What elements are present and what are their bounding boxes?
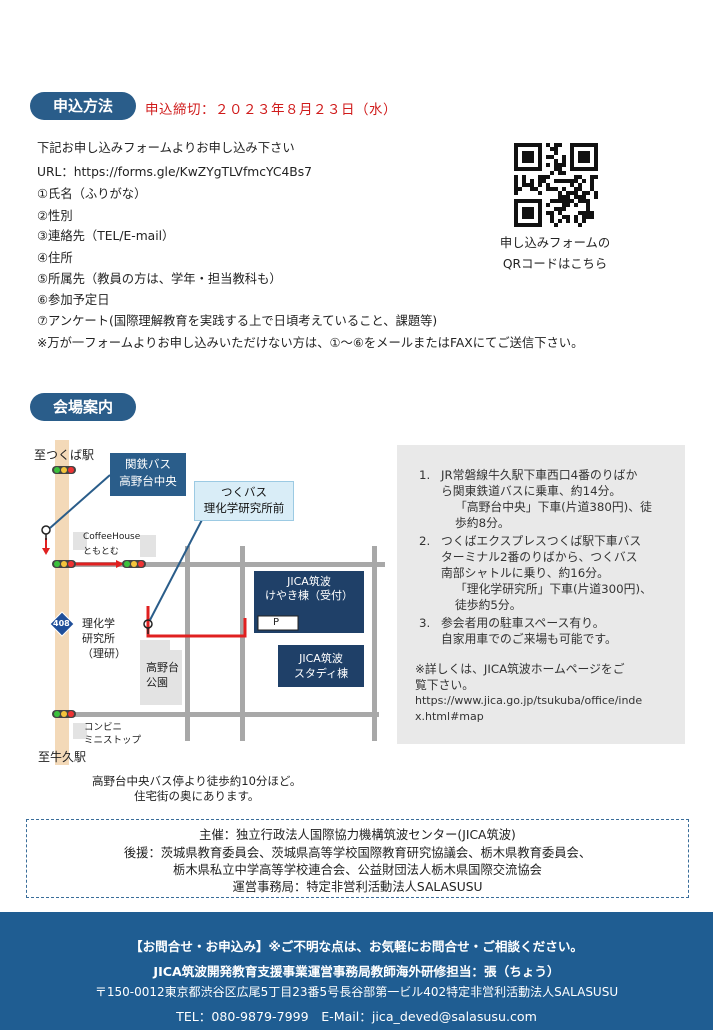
access-num-3: 3. <box>419 616 431 630</box>
jica-url-link-cont[interactable]: x.html#map <box>415 710 484 723</box>
venue-heading: 会場案内 <box>30 393 136 421</box>
organizers-box: 主催：独立行政法人国際協力機構筑波センター(JICA筑波) 後援：茨城県教育委員… <box>26 819 689 898</box>
footer-tel-email[interactable]: TEL：080-9879-7999 E-Mail：jica_deved@sala… <box>176 1009 537 1024</box>
organizer-support: 後援：茨城県教育委員会、茨城県高等学校国際教育研究協議会、栃木県教育委員会、 <box>123 846 592 860</box>
coffee-label-1: CoffeeHouse <box>83 532 141 542</box>
bus-tsukuba-line2: 理化学研究所前 <box>203 501 285 515</box>
access-3-line: 自家用車でのご来場も可能です。 <box>441 632 617 646</box>
organizer-support-cont: 栃木県私立中学高等学校連合会、公益財団法人栃木県国際交流協会 <box>173 863 542 877</box>
parking-box <box>257 615 299 631</box>
field-address: ④住所 <box>37 251 73 265</box>
access-1-line: 「高野台中央」下車(片道380円)、徒 <box>455 500 652 514</box>
jica-study-line1: JICA筑波 <box>299 652 343 665</box>
deadline-text: 申込締切：２０２３年８月２３日（水） <box>145 102 397 118</box>
jica-study-line2: スタディ棟 <box>293 667 349 680</box>
jica-keyaki-line2: けやき棟（受付） <box>265 589 353 602</box>
access-1-line: ら関東鉄道バスに乗車、約14分。 <box>441 484 622 498</box>
traffic-light-right <box>122 560 146 568</box>
park-block <box>140 650 182 705</box>
access-1-line: JR常磐線牛久駅下車西口4番のりばか <box>441 468 638 482</box>
access-2-line: 南部シャトルに乗り、約16分。 <box>441 566 609 580</box>
callout-line <box>149 513 206 621</box>
access-detail-line: ※詳しくは、JICA筑波ホームページをご <box>415 662 625 676</box>
route-408-label: 408 <box>53 619 70 628</box>
street <box>69 562 385 567</box>
access-2-line: ターミナル2番のりばから、つくバス <box>441 550 638 564</box>
route-line-2 <box>146 606 247 638</box>
street <box>372 546 377 741</box>
access-3-line: 参会者用の駐車スペース有り。 <box>441 616 605 630</box>
access-detail-line: 覧下さい。 <box>415 678 474 692</box>
access-2-line: 「理化学研究所」下車(片道300円)、 <box>455 582 652 596</box>
jica-keyaki-label: JICA筑波 けやき棟（受付） <box>254 575 364 603</box>
to-ushiku-label: 至牛久駅 <box>38 750 87 764</box>
jica-keyaki-line1: JICA筑波 <box>287 575 331 588</box>
jica-study-label: JICA筑波 スタディ棟 <box>278 651 364 681</box>
field-affiliation: ⑤所属先（教員の方は、学年・担当教科も） <box>37 272 282 286</box>
application-heading: 申込方法 <box>30 92 136 120</box>
park-label: 高野台 公園 <box>146 660 179 690</box>
qr-caption-line2: QRコードはこちら <box>502 257 608 271</box>
conbini-line1: コンビニ <box>84 722 123 733</box>
jica-study-building <box>278 645 364 687</box>
organizer-secretariat: 運営事務局：特定非営利活動法人SALASUSU <box>232 880 483 894</box>
field-survey: ⑦アンケート(国際理解教育を実践する上で日頃考えていること、課題等) <box>37 314 438 328</box>
coffee-building <box>73 532 87 550</box>
conbini-label: コンビニ ミニストップ <box>84 721 141 747</box>
park-line2: 公園 <box>146 676 168 689</box>
instruction-line: 下記お申し込みフォームよりお申し込み下さい <box>37 141 295 155</box>
form-url-link[interactable]: URL：https://forms.gle/KwZYgTLVfmcYC4Bs7 <box>37 165 312 179</box>
venue-map <box>41 440 385 765</box>
map-note-line2: 住宅街の奥にあります。 <box>134 789 260 803</box>
field-date: ⑥参加予定日 <box>37 293 110 307</box>
riken-label: 理化学 研究所 （理研） <box>82 616 126 661</box>
qr-caption-line1: 申し込みフォームの <box>499 236 611 250</box>
traffic-light-bottom <box>52 710 76 718</box>
street <box>185 546 190 741</box>
bus-tsukuba-line1: つくバス <box>221 485 267 499</box>
bus-kantetsu-box: 関鉄バス 高野台中央 <box>110 453 186 496</box>
bus-stop-icon <box>143 619 153 634</box>
organizer-host: 主催：独立行政法人国際協力機構筑波センター(JICA筑波) <box>199 828 516 842</box>
qr-code[interactable] <box>514 143 598 227</box>
access-num-1: 1. <box>419 468 431 482</box>
down-arrow-head <box>42 548 50 555</box>
fallback-note: ※万が一フォームよりお申し込みいただけない方は、①～⑥をメールまたはFAXにてご… <box>37 336 584 350</box>
conbini-line2: ミニストップ <box>84 735 142 746</box>
field-name: ①氏名（ふりがな） <box>37 187 147 201</box>
riken-line3: （理研） <box>82 647 126 660</box>
bus-tsukuba-box: つくバス 理化学研究所前 <box>194 481 294 521</box>
footer-heading: 【お問合せ・お申込み】※ご不明な点は、お気軽にお問合せ・ご相談ください。 <box>129 939 584 954</box>
riken-line1: 理化学 <box>82 617 115 630</box>
contact-footer: 【お問合せ・お申込み】※ご不明な点は、お気軽にお問合せ・ご相談ください。 JIC… <box>0 912 713 1030</box>
street <box>240 546 245 741</box>
street <box>69 712 379 717</box>
route-408-sign <box>49 611 75 637</box>
coffee-label-2: ともとむ <box>83 547 119 557</box>
field-gender: ②性別 <box>37 209 73 223</box>
access-2-line: つくばエクスプレスつくば駅下車バス <box>441 534 642 548</box>
access-info-box: 1. JR常磐線牛久駅下車西口4番のりばか ら関東鉄道バスに乗車、約14分。 「… <box>397 445 685 744</box>
access-1-line: 歩約8分。 <box>455 516 510 530</box>
conbini-building <box>73 723 87 739</box>
callout-line <box>49 474 111 529</box>
traffic-light-mid <box>52 560 76 568</box>
bus-kantetsu-line1: 関鉄バス <box>125 457 171 471</box>
riken-line2: 研究所 <box>82 632 115 645</box>
bus-stop-icon <box>41 525 51 540</box>
to-tsukuba-label: 至つくば駅 <box>34 448 95 462</box>
bus-kantetsu-line2: 高野台中央 <box>119 474 177 488</box>
footer-contact-person: JICA筑波開発教育支援事業運営事務局教師海外研修担当：張（ちょう） <box>153 964 560 979</box>
park-line1: 高野台 <box>146 661 179 674</box>
access-num-2: 2. <box>419 534 431 548</box>
jica-url-link[interactable]: https://www.jica.go.jp/tsukuba/office/in… <box>415 694 643 707</box>
footer-address: 〒150-0012東京都渋谷区広尾5丁目23番5号長谷部第一ビル402特定非営利… <box>94 985 619 999</box>
field-contact: ③連絡先（TEL/E-mail） <box>37 229 175 243</box>
route-arrow <box>116 560 124 568</box>
map-note-line1: 高野台中央バス停より徒歩約10分ほど。 <box>92 774 302 788</box>
access-2-line: 徒歩約5分。 <box>455 598 522 612</box>
traffic-light-top <box>52 466 76 474</box>
building <box>140 535 156 557</box>
parking-label: P <box>273 617 280 628</box>
